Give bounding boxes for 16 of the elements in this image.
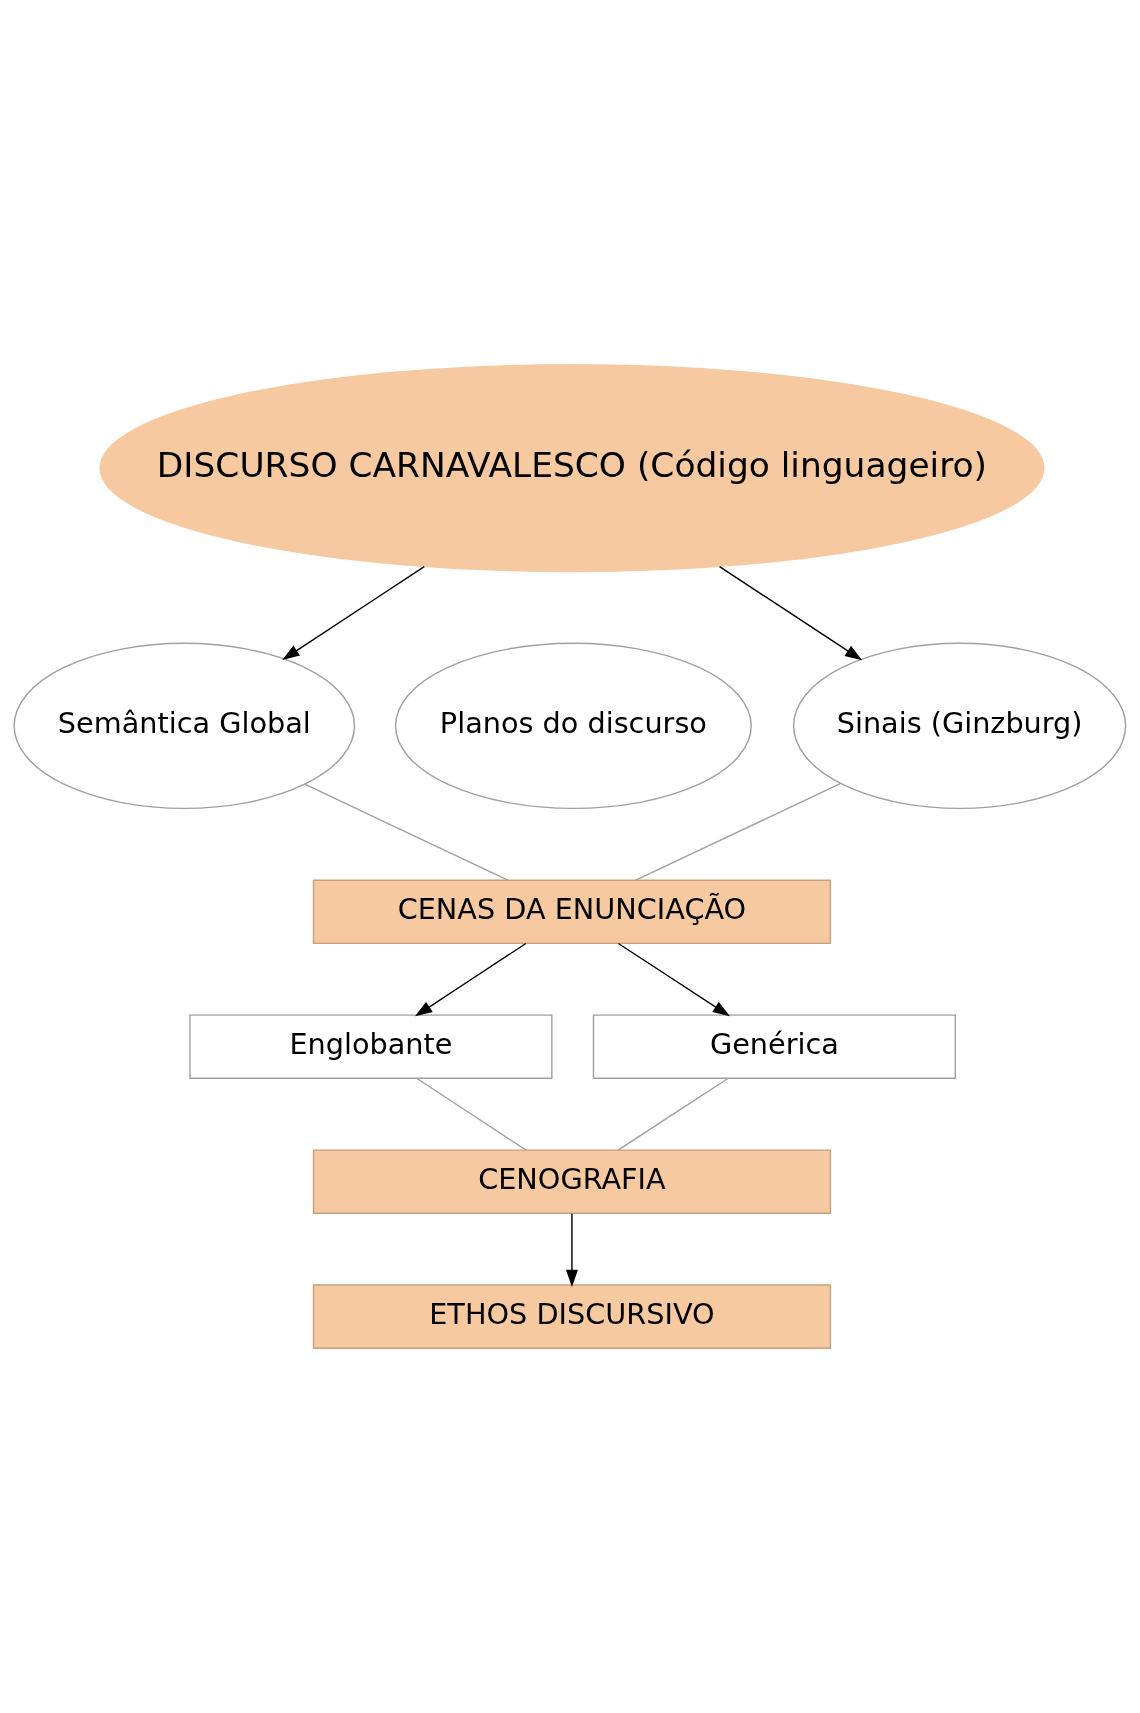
arrow	[565, 1213, 578, 1287]
node-box: ETHOS DISCURSIVO	[312, 1284, 832, 1349]
arrow	[617, 942, 730, 1017]
node-box: CENAS DA ENUNCIAÇÃO	[312, 879, 832, 945]
connector	[635, 782, 841, 881]
connector	[617, 1077, 729, 1151]
node-box: CENOGRAFIA	[312, 1149, 832, 1214]
node-box: Genérica	[592, 1014, 956, 1080]
node-ellipse: Planos do discurso	[394, 642, 752, 810]
node-ellipse: DISCURSO CARNAVALESCO (Código linguageiro)	[99, 364, 1045, 573]
connector	[416, 1077, 527, 1151]
connector	[304, 783, 509, 881]
arrow	[415, 942, 527, 1017]
arrow	[718, 565, 863, 661]
arrow	[282, 565, 425, 660]
node-box: Englobante	[189, 1014, 553, 1080]
